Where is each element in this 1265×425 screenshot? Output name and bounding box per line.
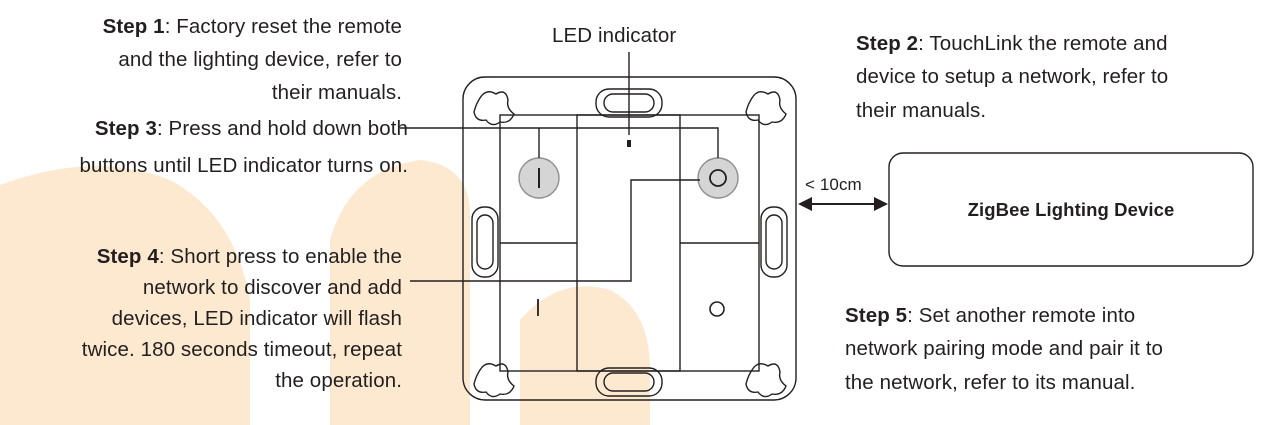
step3-line1: Step 3: Press and hold down both	[0, 115, 408, 143]
screw-hole-top-left	[473, 91, 515, 126]
lower-off-mark	[709, 301, 725, 317]
screw-hole-top-right	[745, 91, 787, 126]
step4-text: Step 4: Short press to enable the networ…	[0, 243, 402, 395]
distance-arrow	[798, 197, 888, 211]
step5-line1: Step 5: Set another remote into	[845, 302, 1163, 330]
zigbee-device-box	[888, 152, 1254, 267]
step3-line2: buttons until LED indicator turns on.	[79, 154, 408, 177]
step3-label: Step 3	[94, 117, 157, 140]
step5-text: Step 5: Set another remote into network …	[845, 302, 1163, 397]
step4-line4: twice. 180 seconds timeout, repeat	[81, 338, 402, 361]
step3-leader-line	[400, 127, 719, 158]
step5-label: Step 5	[845, 304, 908, 327]
led-indicator-label: LED indicator	[552, 24, 677, 47]
step4-leader-line	[410, 179, 700, 282]
step3-text: Step 3: Press and hold down both buttons…	[0, 115, 408, 180]
step3-line1-text: : Press and hold down both	[156, 117, 408, 140]
step1-line1: Step 1: Factory reset the remote	[0, 13, 402, 41]
step5-line1-text: : Set another remote into	[907, 304, 1136, 327]
step1-label: Step 1	[102, 15, 165, 38]
off-button-mark	[709, 169, 727, 187]
zigbee-device-label: ZigBee Lighting Device	[967, 199, 1175, 220]
step4-label: Step 4	[96, 245, 159, 268]
step1-line1-text: : Factory reset the remote	[164, 15, 402, 38]
step4-line3: devices, LED indicator will flash	[111, 307, 402, 330]
step2-text: Step 2: TouchLink the remote and device …	[856, 30, 1168, 125]
step4-line1: Step 4: Short press to enable the	[0, 243, 402, 271]
step1-text: Step 1: Factory reset the remote and the…	[0, 13, 402, 107]
step5-line3: the network, refer to its manual.	[845, 371, 1136, 394]
slot-bottom	[595, 367, 663, 397]
step2-line1: Step 2: TouchLink the remote and	[856, 30, 1168, 58]
step2-line1-text: : TouchLink the remote and	[918, 32, 1168, 55]
step2-line2: device to setup a network, refer to	[856, 65, 1169, 88]
step2-label: Step 2	[856, 32, 919, 55]
step5-line2: network pairing mode and pair it to	[845, 337, 1164, 360]
watermark-shapes	[0, 160, 650, 425]
step2-line3: their manuals.	[856, 99, 987, 122]
screw-hole-bottom-left	[473, 363, 515, 398]
step1-line2: and the lighting device, refer to	[118, 48, 402, 71]
step4-line2: network to discover and add	[142, 276, 402, 299]
slot-right	[760, 206, 788, 278]
center-column	[576, 114, 681, 372]
led-indicator	[627, 140, 631, 147]
off-button-indicator	[697, 157, 739, 199]
screw-hole-bottom-right	[745, 363, 787, 398]
step4-line1-text: : Short press to enable the	[158, 245, 402, 268]
distance-label: < 10cm	[805, 175, 862, 194]
slot-left	[471, 206, 499, 278]
step4-line5: the operation.	[275, 369, 402, 392]
step1-line3: their manuals.	[271, 81, 402, 104]
